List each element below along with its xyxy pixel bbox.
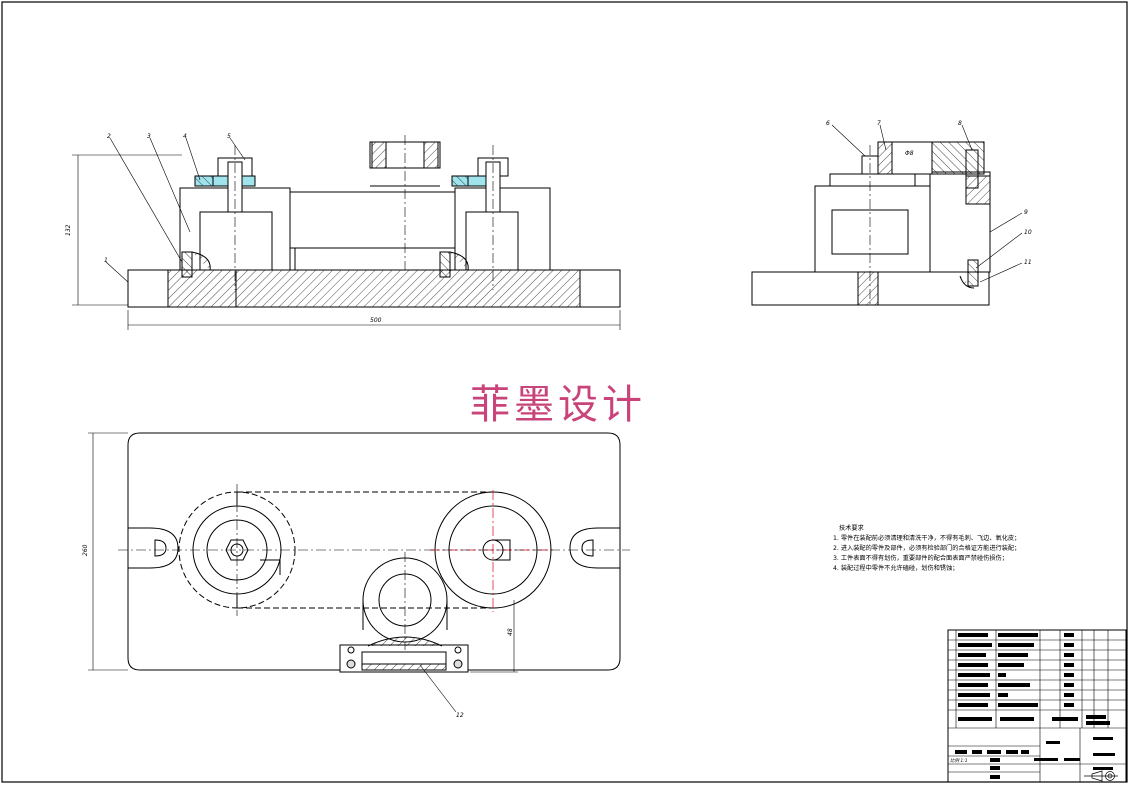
side-leaders (831, 124, 1023, 283)
balloon-2: 2 (107, 133, 111, 140)
plan-centerlines (118, 484, 630, 650)
left-pin (181, 251, 193, 278)
tech-req-item: 3. 工件表面不得有划伤，重要部件的配合面表面严禁碰伤损伤； (833, 555, 1008, 562)
middle-beam (289, 191, 456, 249)
plan-base-outline (127, 432, 621, 671)
dim-front-width: 500 (370, 317, 382, 324)
watermark-text: 菲墨设计 (470, 382, 646, 428)
title-block-fills (955, 633, 1115, 779)
title-block-scale: 比例 1:1 (950, 758, 968, 764)
balloon-6: 6 (826, 120, 830, 127)
dim-front-height: 132 (65, 224, 72, 236)
balloon-8: 8 (958, 120, 962, 127)
balloon-5: 5 (227, 133, 231, 140)
front-view (127, 141, 621, 308)
side-bore-label: Φ8 (905, 150, 914, 157)
balloon-10: 10 (1024, 229, 1032, 236)
tech-req-title: 技术要求 (839, 525, 864, 532)
tech-req-item: 4. 装配过程中零件不允许磕碰，划伤和锈蚀； (833, 565, 959, 572)
plan-view (127, 432, 621, 673)
balloon-9: 9 (1024, 209, 1028, 216)
right-pin (439, 251, 451, 278)
balloon-7: 7 (877, 120, 881, 127)
balloon-12: 12 (456, 712, 464, 719)
tech-req-item: 2. 进入装配的零件及部件，必须有检验部门的合格证方能进行装配； (833, 545, 1021, 552)
side-pin (967, 259, 979, 287)
tech-req-item: 1. 零件在装配前必须清理和清洗干净，不得有毛刺、飞边、氧化皮； (833, 535, 1021, 542)
dim-plan-offset: 48 (507, 628, 514, 636)
front-leaders (105, 137, 246, 283)
plan-dimensions (88, 432, 518, 713)
balloon-11: 11 (1024, 259, 1032, 266)
dim-plan-height: 260 (82, 544, 89, 556)
side-view (751, 141, 991, 306)
front-dimensions (72, 154, 621, 330)
balloon-1: 1 (104, 257, 108, 264)
front-centerlines (234, 135, 494, 290)
projection-symbol (1084, 770, 1118, 782)
technical-requirements: 技术要求 1. 零件在装配前必须清理和清洗干净，不得有毛刺、飞边、氧化皮； 2.… (833, 524, 1020, 574)
balloon-3: 3 (147, 133, 151, 140)
title-block (947, 629, 1127, 783)
balloon-4: 4 (183, 133, 187, 140)
